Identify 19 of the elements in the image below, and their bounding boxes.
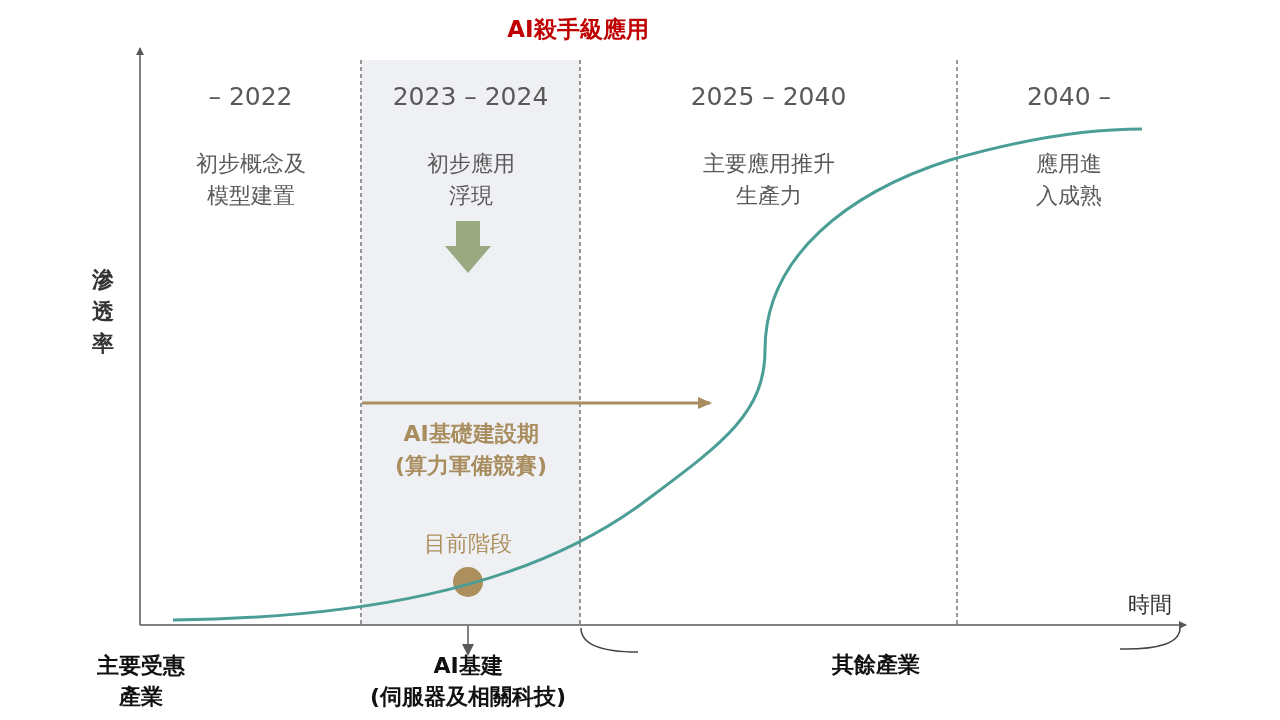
milestone-label: AI殺手級應用: [506, 15, 650, 44]
category-label: AI基建 (伺服器及相關科技): [368, 652, 568, 711]
phase-description: 初步應用浮現: [425, 150, 516, 210]
current-stage-dot: [452, 567, 483, 597]
category-label: 其餘產業: [831, 651, 921, 679]
phase-description: 初步概念及模型建置: [194, 150, 307, 210]
period-label: AI基礎建設期 (算力軍備競賽): [393, 420, 549, 480]
arrow: [462, 625, 474, 656]
phase-description: 應用進入成熟: [1035, 150, 1103, 210]
year-range: 2040 –: [1025, 82, 1113, 111]
year-range: 2025 – 2040: [689, 82, 848, 111]
phase-band: [361, 60, 580, 625]
year-range: – 2022: [207, 82, 294, 111]
phase-description: 主要應用推升生產力: [701, 150, 836, 210]
stage-caption: 目前階段: [422, 530, 513, 558]
axis-label: 時間: [1127, 591, 1173, 619]
category-label: 主要受惠產業: [96, 652, 186, 711]
axis-label: 滲透率: [91, 266, 115, 358]
year-range: 2023 – 2024: [391, 82, 550, 111]
